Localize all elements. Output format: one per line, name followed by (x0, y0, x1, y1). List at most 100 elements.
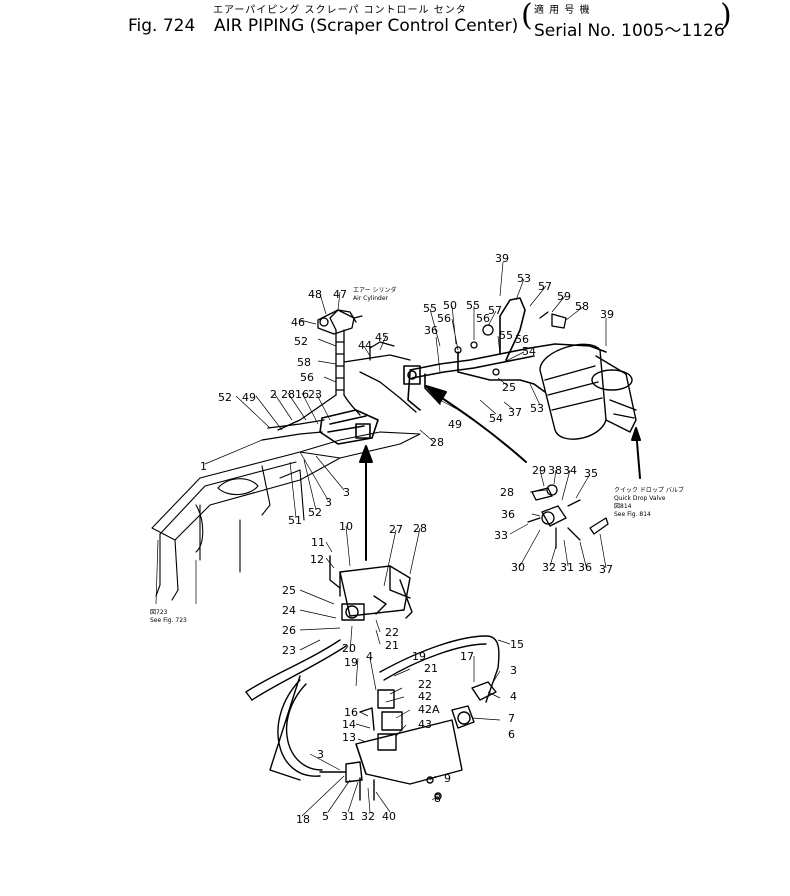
callout: 36 (501, 508, 515, 521)
part-callouts: 39 53 57 59 58 39 48 47 46 55 50 55 56 5… (200, 252, 614, 826)
main-air-pipe (407, 297, 607, 411)
callout: 28 (500, 486, 514, 499)
note-air-cylinder-en: Air Cylinder (353, 295, 389, 302)
callout: 59 (557, 290, 571, 303)
callout: 55 (423, 302, 437, 315)
callout: 49 (242, 391, 256, 404)
callout: 50 (443, 299, 457, 312)
callout: 25 (282, 584, 296, 597)
callout: 45 (375, 331, 389, 344)
callout: 49 (448, 418, 462, 431)
callout: 35 (584, 467, 598, 480)
note-quick-drop-jp: クイック ドロップ バルブ (614, 486, 684, 494)
control-center-body (319, 409, 379, 445)
callout: 4 (510, 690, 517, 703)
callout: 7 (508, 712, 515, 725)
callout: 30 (511, 561, 525, 574)
callout: 44 (358, 339, 372, 352)
callout: 32 (542, 561, 556, 574)
callout: 57 (488, 304, 502, 317)
callout: 56 (437, 312, 451, 325)
callout: 21 (424, 662, 438, 675)
callout: 31 (560, 561, 574, 574)
callout: 56 (515, 333, 529, 346)
callout: 18 (296, 813, 310, 826)
callout: 32 (361, 810, 375, 823)
reference-notes: エアー シリンダ Air Cylinder クイック ドロップ バルブ Quic… (150, 286, 684, 624)
callout: 16 (344, 706, 358, 719)
callout: 3 (343, 486, 350, 499)
note-fig814-jp: 図814 (614, 503, 632, 510)
figure-number: Fig. 724 (128, 16, 196, 36)
callout: 20 (342, 642, 356, 655)
serial-bracket-right: ) (720, 0, 732, 33)
callout: 22 (418, 678, 432, 691)
callout: 46 (291, 316, 305, 329)
quick-drop-valve-assembly (527, 484, 609, 549)
callout: 13 (342, 731, 356, 744)
callout: 3 (510, 664, 517, 677)
serial-range: Serial No. 1005～1126 (534, 21, 725, 41)
scraper-frame (151, 431, 421, 601)
callout: 52 (294, 335, 308, 348)
callout: 55 (499, 329, 513, 342)
callout: 28 (281, 388, 295, 401)
callout: 17 (460, 650, 474, 663)
leader-lines (155, 261, 607, 817)
callout: 28 (413, 522, 427, 535)
callout: 22 (385, 626, 399, 639)
callout: 23 (308, 388, 322, 401)
callout: 33 (494, 529, 508, 542)
callout: 16 (295, 388, 309, 401)
pipe-vertical-bundle (261, 309, 417, 441)
note-fig723-en: See Fig. 723 (150, 617, 187, 624)
callout: 6 (508, 728, 515, 741)
callout: 4 (366, 650, 373, 663)
callout: 31 (341, 810, 355, 823)
callout: 58 (297, 356, 311, 369)
callout: 25 (502, 381, 516, 394)
figure-title: AIR PIPING (Scraper Control Center) (214, 16, 519, 36)
callout: 52 (218, 391, 232, 404)
callout: 51 (288, 514, 302, 527)
callout: 52 (308, 506, 322, 519)
callout: 5 (322, 810, 329, 823)
mounting-bracket (329, 555, 413, 621)
callout: 8 (434, 792, 441, 805)
callout: 47 (333, 288, 347, 301)
callout: 28 (430, 436, 444, 449)
callout: 58 (575, 300, 589, 313)
callout: 10 (339, 520, 353, 533)
assembly-arrows (359, 385, 641, 561)
callout: 21 (385, 639, 399, 652)
note-quick-drop-en: Quick Drop Valve (614, 495, 666, 502)
callout: 3 (325, 496, 332, 509)
callout: 36 (424, 324, 438, 337)
callout: 38 (548, 464, 562, 477)
callout: 37 (599, 563, 613, 576)
callout: 39 (495, 252, 509, 265)
callout: 43 (418, 718, 432, 731)
header-serial-japanese: 適 用 号 機 (534, 5, 591, 16)
callout: 26 (282, 624, 296, 637)
valve-mounting-plate (355, 681, 497, 801)
callout: 54 (489, 412, 503, 425)
callout: 53 (517, 272, 531, 285)
callout: 53 (530, 402, 544, 415)
relay-valve (403, 365, 421, 385)
callout: 1 (200, 460, 207, 473)
serial-bracket-left: ( (521, 0, 533, 33)
callout: 29 (532, 464, 546, 477)
callout: 36 (578, 561, 592, 574)
callout: 37 (508, 406, 522, 419)
long-air-hose (379, 635, 500, 703)
callout: 2 (270, 388, 277, 401)
callout: 27 (389, 523, 403, 536)
note-air-cylinder-jp: エアー シリンダ (353, 286, 397, 294)
note-fig814-en: See Fig. 814 (614, 511, 651, 518)
callout: 19 (344, 656, 358, 669)
air-tank (539, 343, 637, 440)
callout: 56 (300, 371, 314, 384)
callout: 19 (412, 650, 426, 663)
